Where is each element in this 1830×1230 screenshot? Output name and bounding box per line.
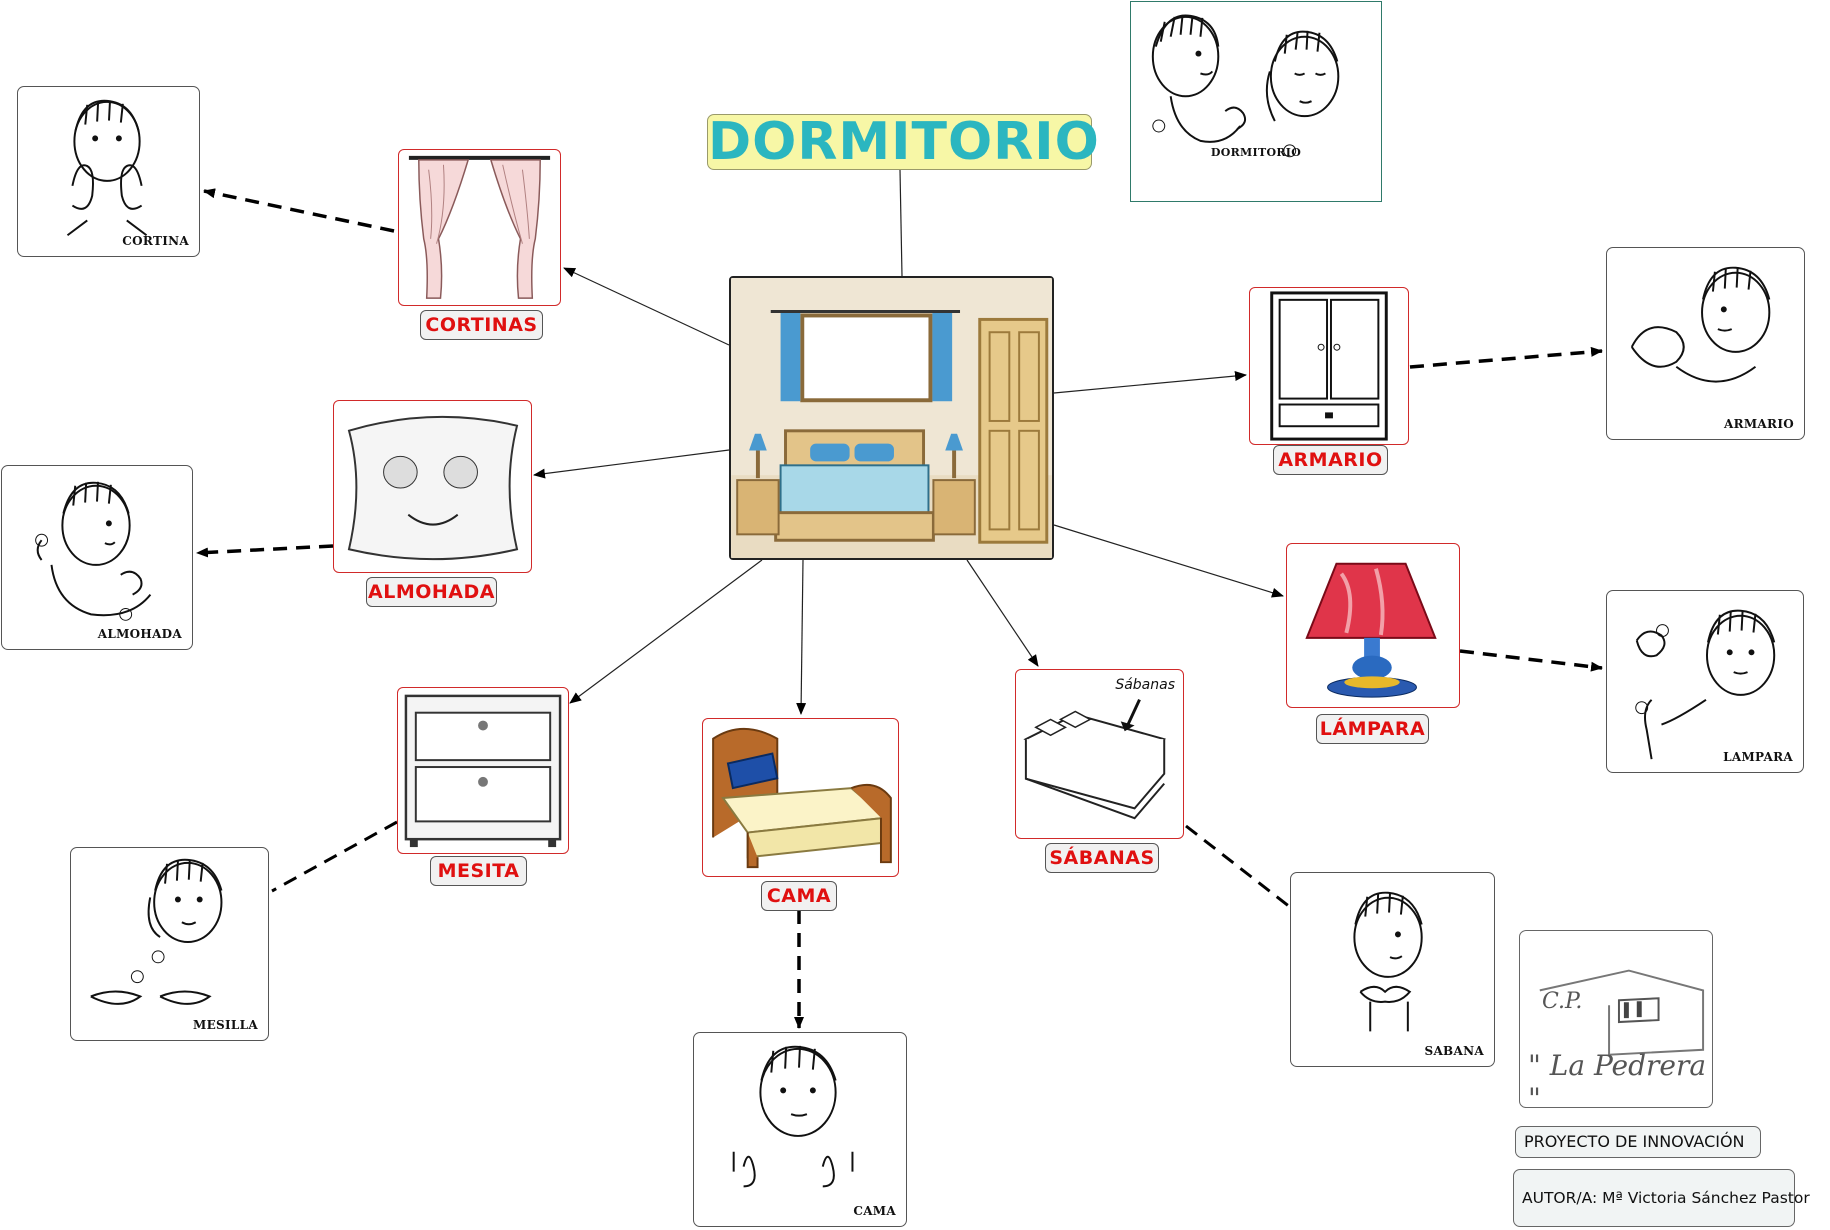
- almohada-picture: [333, 400, 532, 573]
- lampara-sign-caption: LAMPARA: [1723, 750, 1793, 764]
- cortinas-sign-image: CORTINA: [17, 86, 200, 257]
- mesita-picture: [397, 687, 569, 854]
- arrow-to-cama: [796, 559, 807, 715]
- mesita-sign-caption: MESILLA: [193, 1018, 258, 1032]
- sabanas-label: SÁBANAS: [1045, 843, 1159, 873]
- nightstand-illustration: [404, 694, 562, 848]
- dash-cortinas-sign: [203, 188, 395, 233]
- arrow-to-lampara: [1053, 524, 1284, 598]
- school-logo: C.P. " La Pedrera ": [1519, 930, 1713, 1115]
- lampara-label: LÁMPARA: [1316, 714, 1429, 744]
- cortinas-label: CORTINAS: [420, 310, 543, 340]
- author-badge: AUTOR/A: Mª Victoria Sánchez Pastor: [1513, 1169, 1810, 1227]
- cortinas-sign-caption: CORTINA: [122, 234, 189, 248]
- arrow-to-cortinas: [563, 267, 730, 346]
- almohada-sign-image: ALMOHADA: [1, 465, 193, 650]
- sabanas-sign-caption: SABANA: [1424, 1044, 1484, 1058]
- arrow-to-almohada: [533, 449, 730, 479]
- curtains-illustration: [408, 155, 551, 299]
- arrow-to-mesita: [569, 559, 763, 704]
- lampara-sign-image: LAMPARA: [1606, 590, 1804, 773]
- dash-sabanas-sign: [1185, 824, 1291, 909]
- sign-illustration: [90, 858, 223, 1005]
- dash-lampara-sign: [1459, 649, 1603, 672]
- dash-almohada-sign: [196, 544, 334, 558]
- logo-text-name: " La Pedrera ": [1528, 1049, 1707, 1115]
- pillow-illustration: [347, 415, 519, 561]
- arrow-to-sabanas: [966, 559, 1039, 667]
- sign-illustration: [1353, 891, 1423, 1032]
- logo-building-drawing: [1539, 969, 1705, 1056]
- wardrobe-illustration: [1270, 291, 1388, 441]
- sign-illustration: [1635, 609, 1776, 760]
- sign-illustration: [1630, 266, 1771, 383]
- bedroom-illustration: [731, 278, 1052, 558]
- dash-mesita-sign: [271, 820, 398, 893]
- connector-title-center: [899, 169, 903, 277]
- mesita-label: MESITA: [430, 856, 527, 886]
- project-badge: PROYECTO DE INNOVACIÓN: [1515, 1126, 1761, 1158]
- lampara-picture: [1286, 543, 1460, 708]
- sheets-illustration: [1023, 699, 1166, 820]
- lamp-illustration: [1305, 562, 1437, 698]
- logo-text-cp: C.P.: [1542, 989, 1583, 1014]
- sabanas-sign-image: SABANA: [1290, 872, 1495, 1067]
- cama-label: CAMA: [761, 881, 837, 911]
- title-sign-caption: DORMITORIO: [1210, 146, 1302, 159]
- dash-armario-sign: [1409, 346, 1603, 369]
- cama-picture: [702, 718, 899, 877]
- cama-sign-caption: CAMA: [853, 1204, 896, 1218]
- bed-illustration: [712, 728, 892, 869]
- sabanas-picture: Sábanas: [1015, 669, 1184, 839]
- armario-label: ARMARIO: [1273, 445, 1388, 475]
- sign-illustration: [1151, 14, 1340, 158]
- bedroom-picture: [729, 276, 1054, 560]
- sign-illustration: [35, 481, 152, 621]
- arrow-to-armario: [1053, 371, 1247, 394]
- armario-picture: [1249, 287, 1409, 445]
- sign-illustration: [732, 1045, 854, 1188]
- almohada-label: ALMOHADA: [366, 577, 497, 607]
- mesita-sign-image: MESILLA: [70, 847, 269, 1041]
- page-title: DORMITORIO: [707, 112, 1100, 172]
- cortinas-picture: [398, 149, 561, 306]
- armario-sign-caption: ARMARIO: [1723, 417, 1794, 431]
- armario-sign-image: ARMARIO: [1606, 247, 1805, 440]
- title-sign-image: DORMITORIO: [1130, 1, 1382, 202]
- sabanas-picture-text: Sábanas: [1115, 677, 1175, 693]
- almohada-sign-caption: ALMOHADA: [97, 627, 182, 641]
- cama-sign-image: CAMA: [693, 1032, 907, 1227]
- sign-illustration: [66, 99, 148, 237]
